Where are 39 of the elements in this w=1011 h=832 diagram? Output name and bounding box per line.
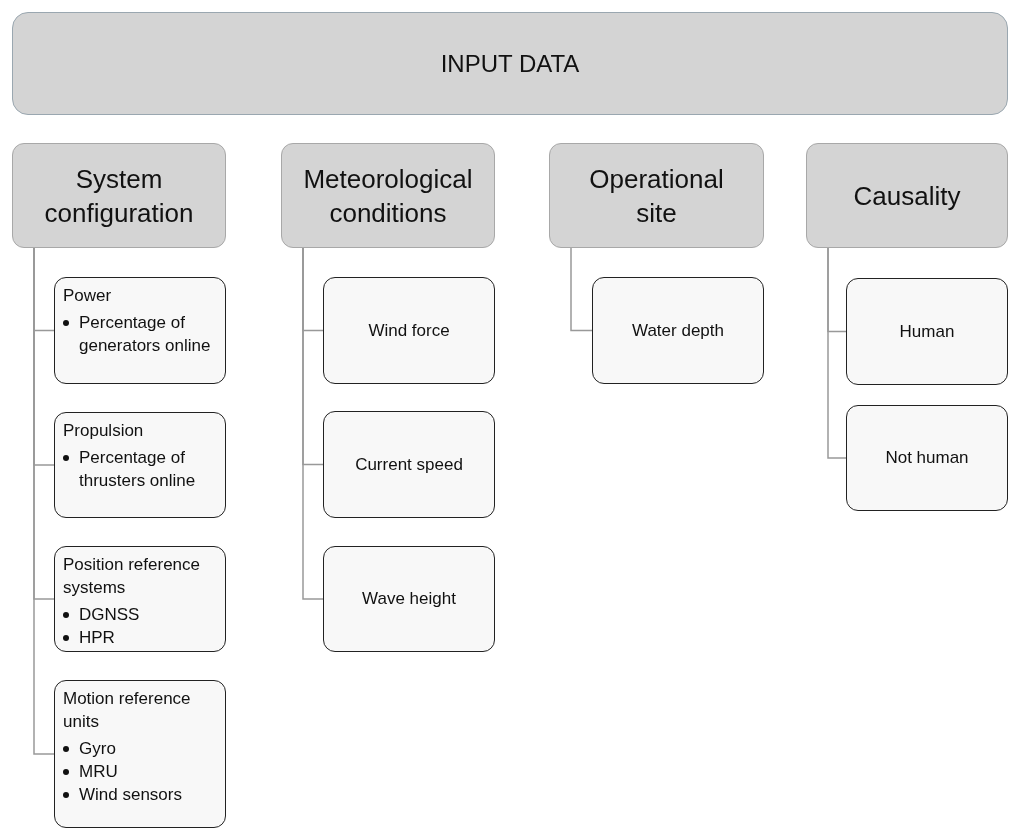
box-heading: Position reference systems [63,554,202,599]
title-banner [12,12,1008,115]
bullet-text: DGNSS [79,604,140,626]
box-label: INPUT DATA [440,48,580,79]
box-label: Water depth [632,319,724,342]
box-label: Wave height [362,588,456,611]
box-heading: Power [63,285,113,307]
box-label: Operational site [588,162,725,230]
list-box [54,277,226,384]
box-heading: Propulsion [63,420,145,442]
item-box [323,277,495,384]
box-label: Causality [853,179,961,213]
box-label: Current speed [355,453,463,476]
list-box [54,680,226,828]
bullet-text: MRU [79,761,118,783]
bullet-text: Percentage of thrusters online [79,447,197,492]
item-box [323,411,495,518]
connector-line [570,247,593,332]
category-box [806,143,1008,248]
category-box [281,143,495,248]
list-box [54,412,226,518]
category-box [12,143,226,248]
box-label: Not human [885,447,969,470]
item-box [846,405,1008,511]
connector-line [827,247,847,459]
item-box [592,277,764,384]
bullet-text: Wind sensors [79,784,182,806]
bullet-text: Percentage of generators online [79,312,212,357]
category-box [549,143,764,248]
box-label: Meteorological conditions [303,162,473,230]
box-label: System configuration [43,162,195,230]
item-box [323,546,495,652]
list-box [54,546,226,652]
box-label: Wind force [368,319,450,342]
box-label: Human [899,320,955,343]
bullet-text: HPR [79,627,115,649]
bullet-text: Gyro [79,738,116,760]
item-box [846,278,1008,385]
box-heading: Motion reference units [63,688,192,733]
